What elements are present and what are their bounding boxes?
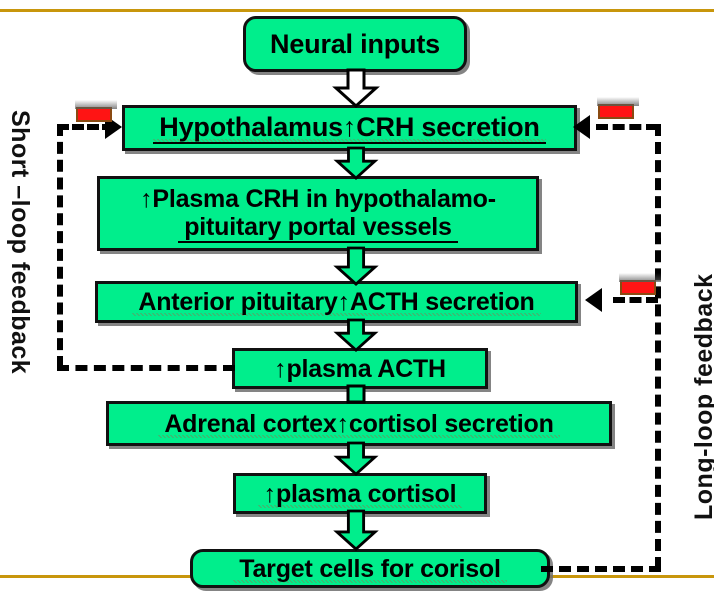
arrow-hypothalamus-to-plasma-crh bbox=[330, 146, 382, 181]
node-adrenal-cortex-label: Adrenal cortex↑cortisol secretion bbox=[158, 409, 560, 438]
short-loop-feedback-label: Short –loop feedback bbox=[5, 110, 34, 374]
short-loop-feedback-text: Short –loop feedback bbox=[6, 110, 34, 375]
node-plasma-crh-line2: pituitary portal vessels bbox=[178, 213, 458, 243]
node-plasma-cortisol[interactable]: ↑plasma cortisol bbox=[233, 473, 487, 514]
long-loop-branch-hypothalamus bbox=[596, 124, 658, 130]
long-loop-branch-pituitary bbox=[613, 297, 658, 303]
arrow-anterior-pituitary-to-plasma-acth bbox=[330, 318, 382, 353]
arrow-adrenal-cortex-to-plasma-cortisol bbox=[330, 441, 382, 477]
short-loop-path-top bbox=[57, 124, 114, 130]
node-plasma-crh-line1: ↑Plasma CRH in hypothalamo- bbox=[140, 184, 496, 213]
node-anterior-pituitary[interactable]: Anterior pituitary↑ACTH secretion bbox=[95, 281, 578, 323]
arrow-neural-to-hypothalamus bbox=[330, 68, 382, 109]
long-loop-feedback-text: Long-loop feedback bbox=[690, 273, 714, 521]
node-target-cells-label: Target cells for corisol bbox=[233, 554, 507, 583]
short-loop-path-bottom bbox=[57, 365, 235, 371]
arrow-plasma-acth-to-adrenal-cortex bbox=[330, 384, 382, 404]
node-neural-inputs-label: Neural inputs bbox=[270, 28, 440, 59]
node-plasma-cortisol-label: ↑plasma cortisol bbox=[257, 479, 463, 508]
node-adrenal-cortex[interactable]: Adrenal cortex↑cortisol secretion bbox=[106, 401, 612, 446]
node-plasma-acth-label: ↑plasma ACTH bbox=[274, 354, 446, 383]
node-plasma-acth[interactable]: ↑plasma ACTH bbox=[232, 348, 488, 389]
node-hypothalamus-label: Hypothalamus↑CRH secretion bbox=[153, 111, 546, 145]
top-rule bbox=[0, 9, 714, 12]
minus-short-loop bbox=[75, 100, 117, 122]
long-loop-path-bottom bbox=[541, 566, 661, 572]
arrow-plasma-crh-to-anterior-pituitary bbox=[330, 246, 382, 287]
node-neural-inputs[interactable]: Neural inputs bbox=[243, 16, 467, 72]
minus-long-loop-pituitary bbox=[619, 273, 661, 295]
long-loop-path-vertical bbox=[655, 124, 661, 569]
long-loop-arrowhead-pituitary bbox=[585, 288, 602, 312]
long-loop-feedback-label: Long-loop feedback bbox=[690, 274, 714, 521]
long-loop-arrowhead-hypothalamus bbox=[573, 115, 590, 139]
arrow-plasma-cortisol-to-target-cells bbox=[330, 509, 382, 552]
node-target-cells[interactable]: Target cells for corisol bbox=[190, 549, 550, 588]
node-anterior-pituitary-label: Anterior pituitary↑ACTH secretion bbox=[132, 288, 541, 316]
minus-long-loop-hypothalamus bbox=[597, 97, 639, 119]
node-hypothalamus[interactable]: Hypothalamus↑CRH secretion bbox=[122, 105, 577, 151]
short-loop-path-vertical bbox=[57, 124, 63, 368]
node-plasma-crh[interactable]: ↑Plasma CRH in hypothalamo- pituitary po… bbox=[97, 176, 539, 251]
